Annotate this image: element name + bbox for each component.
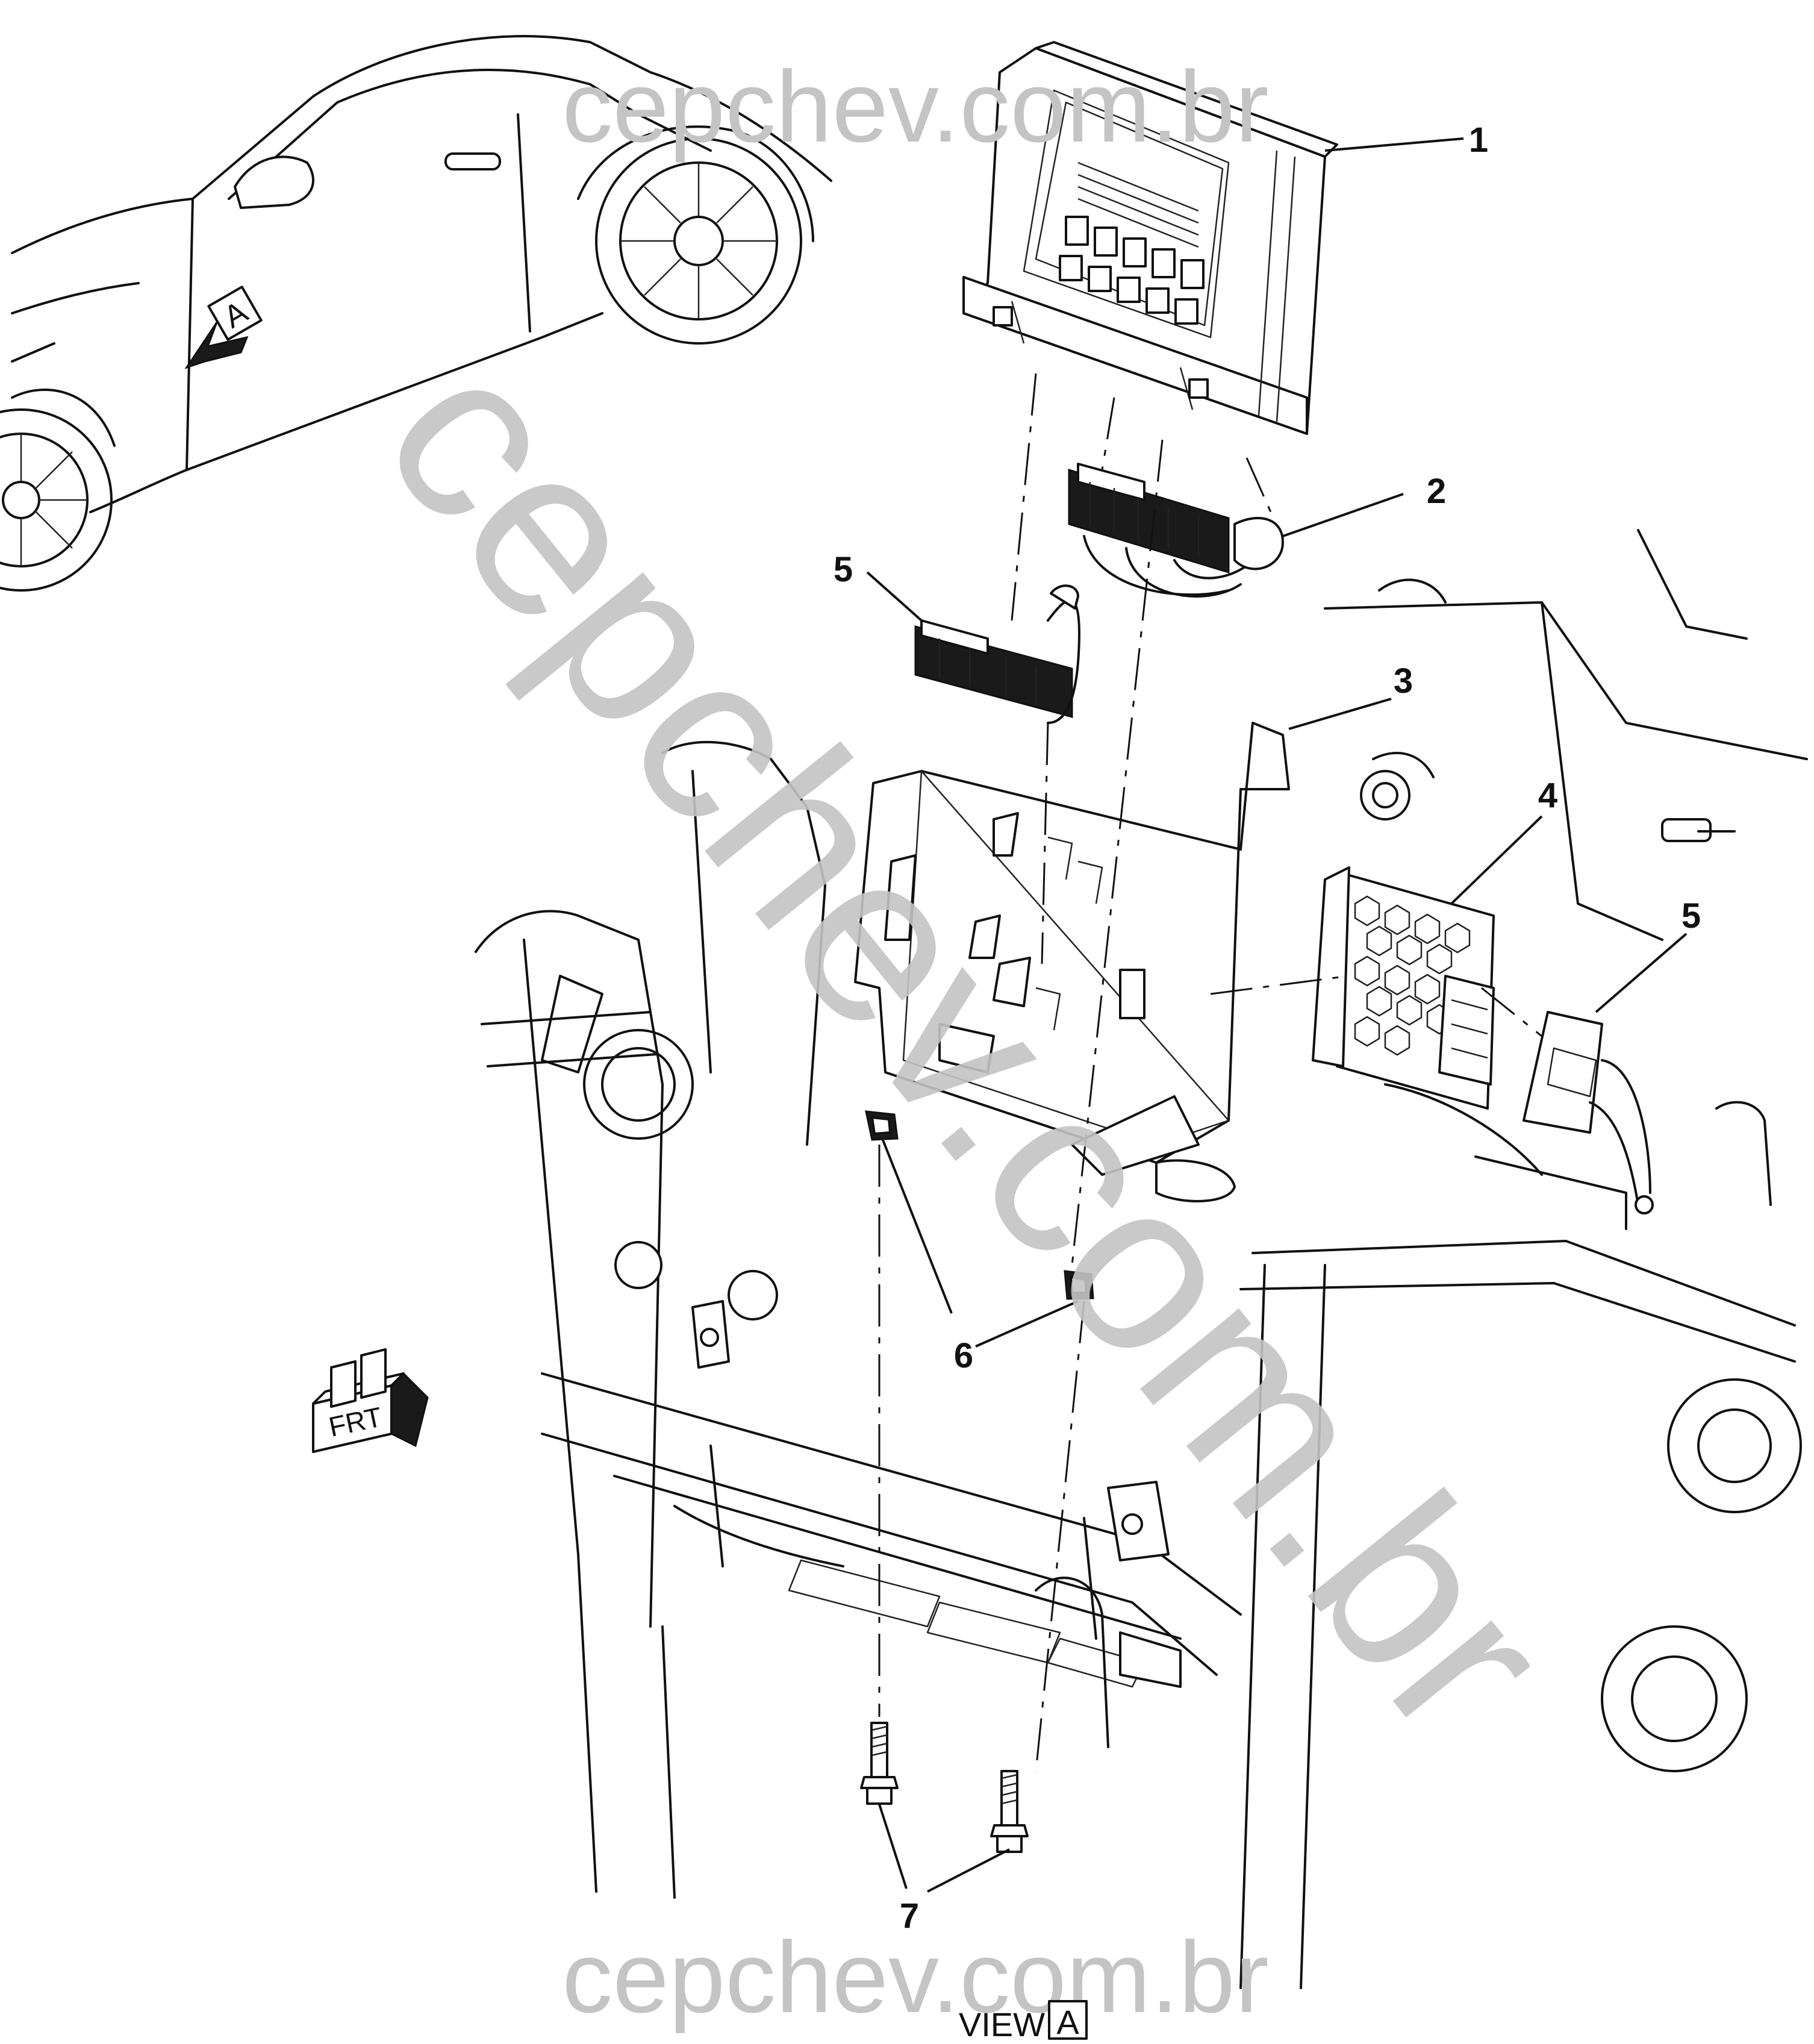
vehicle-body-structure: [475, 529, 1808, 1989]
harness-connector-right: [1523, 1011, 1654, 1214]
view-direction-arrow: [184, 322, 249, 369]
view-caption-letter: A: [1056, 2003, 1079, 2041]
control-module: [962, 41, 1338, 435]
bolt-right: [990, 1770, 1029, 1853]
view-caption: VIEW A: [959, 2000, 1088, 2043]
assembly-centerlines: [878, 373, 1542, 1772]
mounting-bolts: [860, 1722, 1029, 1853]
view-caption-box: [1048, 2000, 1088, 2040]
harness-connectors-upper: [1068, 463, 1284, 598]
retainer-clips: [865, 1110, 1094, 1300]
watermark-top: cepchev.com.br: [562, 50, 1268, 163]
callout-1: 1: [1469, 120, 1488, 160]
leader-lines: [866, 137, 1688, 1893]
callout-2: 2: [1427, 472, 1446, 511]
callout-labels: 1 2 3 4 5 5 6 7: [834, 120, 1701, 1936]
harness-connectors-left: [914, 584, 1080, 724]
callout-5-right: 5: [1682, 896, 1701, 936]
callout-3: 3: [1394, 661, 1413, 701]
view-a-marker: A: [207, 286, 263, 341]
vehicle-side-view: A: [0, 35, 832, 592]
view-caption-prefix: VIEW: [959, 2005, 1045, 2041]
bolt-left: [860, 1722, 899, 1805]
front-direction-arrow: FRT: [312, 1348, 429, 1453]
callout-5-left: 5: [834, 550, 853, 589]
callout-6: 6: [954, 1336, 973, 1375]
module-connector-sockets: [1059, 216, 1205, 325]
fuse-relay-block: [1312, 866, 1495, 1110]
watermark-bottom: cepchev.com.br: [562, 1921, 1268, 2034]
callout-4: 4: [1538, 776, 1557, 815]
mounting-bracket: [854, 722, 1290, 1202]
callout-7: 7: [900, 1896, 919, 1936]
